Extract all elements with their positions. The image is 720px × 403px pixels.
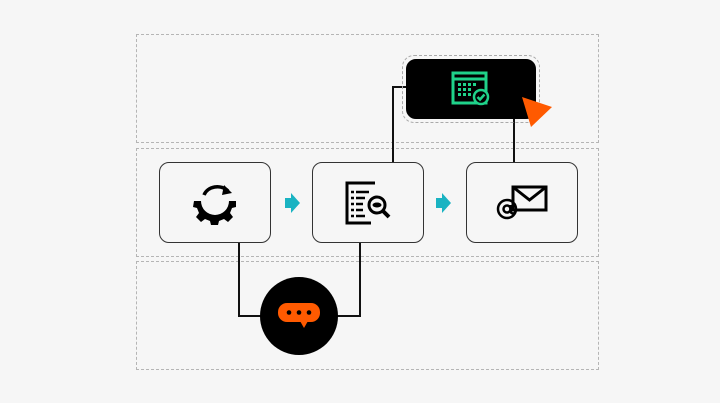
email-at-icon xyxy=(496,185,548,219)
connector-review-schedule xyxy=(392,86,406,162)
process-node[interactable] xyxy=(159,162,271,243)
swimlane-top xyxy=(136,34,599,143)
review-node[interactable] xyxy=(312,162,424,243)
connector-chat-review xyxy=(336,242,361,317)
swimlane-bottom xyxy=(136,261,599,370)
gear-sync-icon xyxy=(193,184,236,225)
calendar-check-icon xyxy=(451,71,490,106)
arrow-right-icon xyxy=(285,193,300,213)
chat-bubble-icon xyxy=(278,303,320,328)
chat-node[interactable] xyxy=(260,277,338,355)
schedule-node-outline xyxy=(402,55,540,123)
arrow-right-icon xyxy=(436,193,451,213)
document-inspect-icon xyxy=(345,181,391,224)
swimlane-middle xyxy=(136,148,599,257)
connector-process-chat xyxy=(238,242,262,317)
email-node[interactable] xyxy=(466,162,578,243)
schedule-node[interactable] xyxy=(406,59,536,119)
